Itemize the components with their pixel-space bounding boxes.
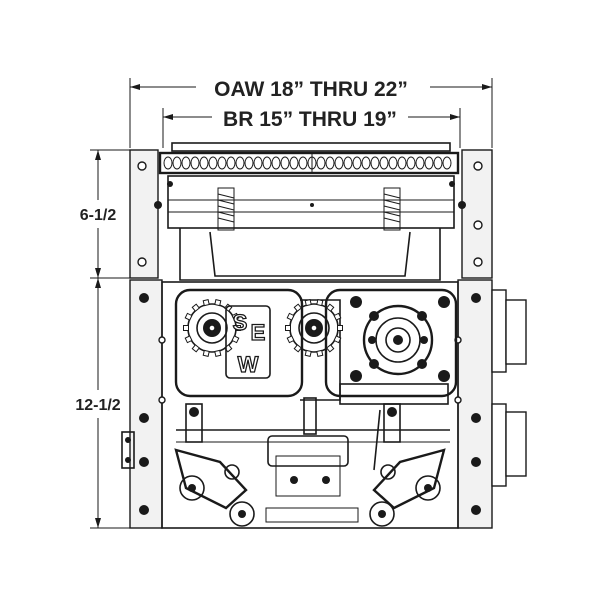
chain-link xyxy=(217,156,227,170)
chain-link xyxy=(199,156,209,170)
chain-link xyxy=(253,156,263,170)
right-tube-upper xyxy=(491,289,507,373)
chain-link xyxy=(406,156,416,170)
sprocket-tooth xyxy=(202,299,210,307)
left-upper-frame xyxy=(129,149,159,279)
chain-link xyxy=(325,156,335,170)
sprocket-tooth xyxy=(214,299,222,307)
chain-link xyxy=(370,156,380,170)
chain-link xyxy=(190,156,200,170)
chain-link xyxy=(424,156,434,170)
lower-linkage xyxy=(174,397,450,527)
sprocket-tooth xyxy=(325,303,335,312)
chain-link xyxy=(172,156,182,170)
right-upper-frame xyxy=(461,149,493,279)
chain-link xyxy=(208,156,218,170)
sprocket-tooth xyxy=(191,344,201,353)
chain-link xyxy=(442,156,452,170)
chain-link xyxy=(244,156,254,170)
left-sprocket xyxy=(187,303,237,353)
sprocket-tooth xyxy=(231,312,240,321)
right-lower-frame xyxy=(457,279,493,529)
lower-drive-section xyxy=(121,279,527,529)
chain-link xyxy=(235,156,245,170)
chain-link xyxy=(298,156,308,170)
sprocket-tooth xyxy=(316,349,324,357)
sew-logo-s: S xyxy=(233,310,248,335)
chain-link xyxy=(415,156,425,170)
sprocket-tooth xyxy=(293,303,303,312)
gearbox: S E W xyxy=(174,288,458,405)
oaw-dimension: OAW 18” THRU 22” xyxy=(129,78,493,148)
chain-link xyxy=(316,156,326,170)
sprocket-tooth xyxy=(333,312,342,321)
chain-link xyxy=(163,156,173,170)
sprocket-tooth xyxy=(325,344,335,353)
chain-link xyxy=(334,156,344,170)
sprocket-tooth xyxy=(337,325,343,331)
chain-link xyxy=(388,156,398,170)
sew-logo-e: E xyxy=(251,320,266,345)
chain-link xyxy=(271,156,281,170)
chain-link xyxy=(433,156,443,170)
sprocket-tooth xyxy=(235,325,241,331)
chain-link xyxy=(226,156,236,170)
chain-link xyxy=(352,156,362,170)
br-dimension: BR 15” THRU 19” xyxy=(162,108,461,148)
br-label: BR 15” THRU 19” xyxy=(223,108,397,131)
motor-flange xyxy=(350,296,450,382)
right-spring xyxy=(383,187,401,231)
chain-link xyxy=(361,156,371,170)
sprocket-tooth xyxy=(286,312,295,321)
sprocket-tooth xyxy=(286,335,295,344)
left-spring xyxy=(217,187,235,231)
chain-link xyxy=(262,156,272,170)
chain-link xyxy=(181,156,191,170)
top-bed-section xyxy=(129,142,493,281)
upper-height-label: 6-1/2 xyxy=(80,207,117,224)
chain-link xyxy=(289,156,299,170)
sprocket-tooth xyxy=(184,335,193,344)
sprocket-tooth xyxy=(231,335,240,344)
left-lower-frame xyxy=(129,279,163,529)
sew-logo-w: W xyxy=(238,352,259,377)
chain-link xyxy=(379,156,389,170)
right-idler-roller xyxy=(369,475,441,527)
oaw-label: OAW 18” THRU 22” xyxy=(214,78,408,101)
sew-logo: S E W xyxy=(225,305,271,379)
sprocket-tooth xyxy=(333,335,342,344)
chain-link xyxy=(397,156,407,170)
left-idler-roller xyxy=(179,475,255,527)
chain-links xyxy=(163,156,452,170)
sprocket-tooth xyxy=(214,349,222,357)
sprocket-tooth xyxy=(316,299,324,307)
sprocket-tooth xyxy=(293,344,303,353)
chain-link xyxy=(280,156,290,170)
sprocket-tooth xyxy=(184,312,193,321)
chain-link xyxy=(343,156,353,170)
sprocket-tooth xyxy=(191,303,201,312)
right-tube-lower xyxy=(491,403,507,487)
sprocket-tooth xyxy=(285,325,291,331)
sprocket-tooth xyxy=(202,349,210,357)
sprocket-tooth xyxy=(304,349,312,357)
sprocket-tooth xyxy=(304,299,312,307)
lower-height-label: 12-1/2 xyxy=(75,397,120,414)
sprocket-tooth xyxy=(183,325,189,331)
